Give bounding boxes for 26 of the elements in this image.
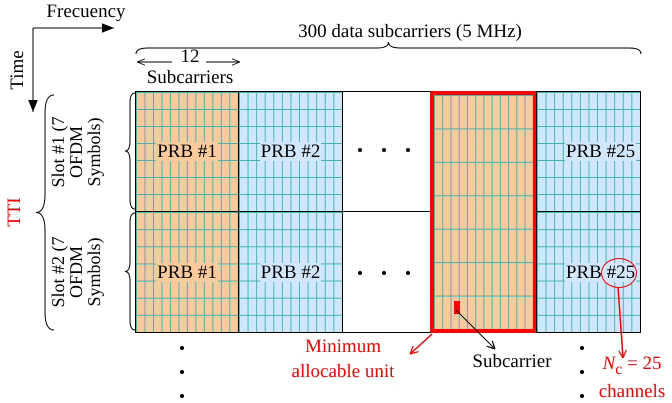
label: Subcarriers bbox=[146, 68, 234, 90]
resource-block bbox=[135, 211, 239, 333]
rotated-label: Slot #1 (7 OFDM Symbols) bbox=[49, 116, 105, 190]
highlighted-resource-column bbox=[430, 91, 537, 333]
rotated-label: Time bbox=[8, 49, 29, 92]
block-label: PRB #2 bbox=[260, 262, 322, 282]
rotated-label: Slot #2 (7 OFDM Symbols) bbox=[49, 236, 105, 310]
resource-block bbox=[238, 91, 343, 212]
resource-block bbox=[536, 91, 641, 212]
subcarrier-cell bbox=[454, 301, 460, 314]
label: 12 bbox=[180, 47, 200, 69]
resource-block bbox=[536, 211, 641, 333]
block-label: PRB #2 bbox=[260, 142, 322, 161]
annotation: N$_{c}$ = 25 channels bbox=[592, 352, 672, 403]
highlight-ellipse bbox=[601, 258, 637, 288]
label: Frecuency bbox=[45, 2, 127, 24]
annotation: Minimum allocable unit bbox=[278, 335, 408, 384]
label: 300 data subcarriers (5 MHz) bbox=[297, 22, 523, 44]
block-label: PRB #1 bbox=[156, 262, 218, 282]
block-label: PRB #25 bbox=[564, 262, 636, 282]
rotated-label: TTI bbox=[5, 196, 26, 229]
block-label: PRB #1 bbox=[156, 142, 218, 161]
resource-block bbox=[238, 211, 343, 333]
block-label: PRB #25 bbox=[564, 142, 636, 161]
annotation: Subcarrier bbox=[462, 350, 562, 375]
resource-block bbox=[135, 91, 239, 212]
